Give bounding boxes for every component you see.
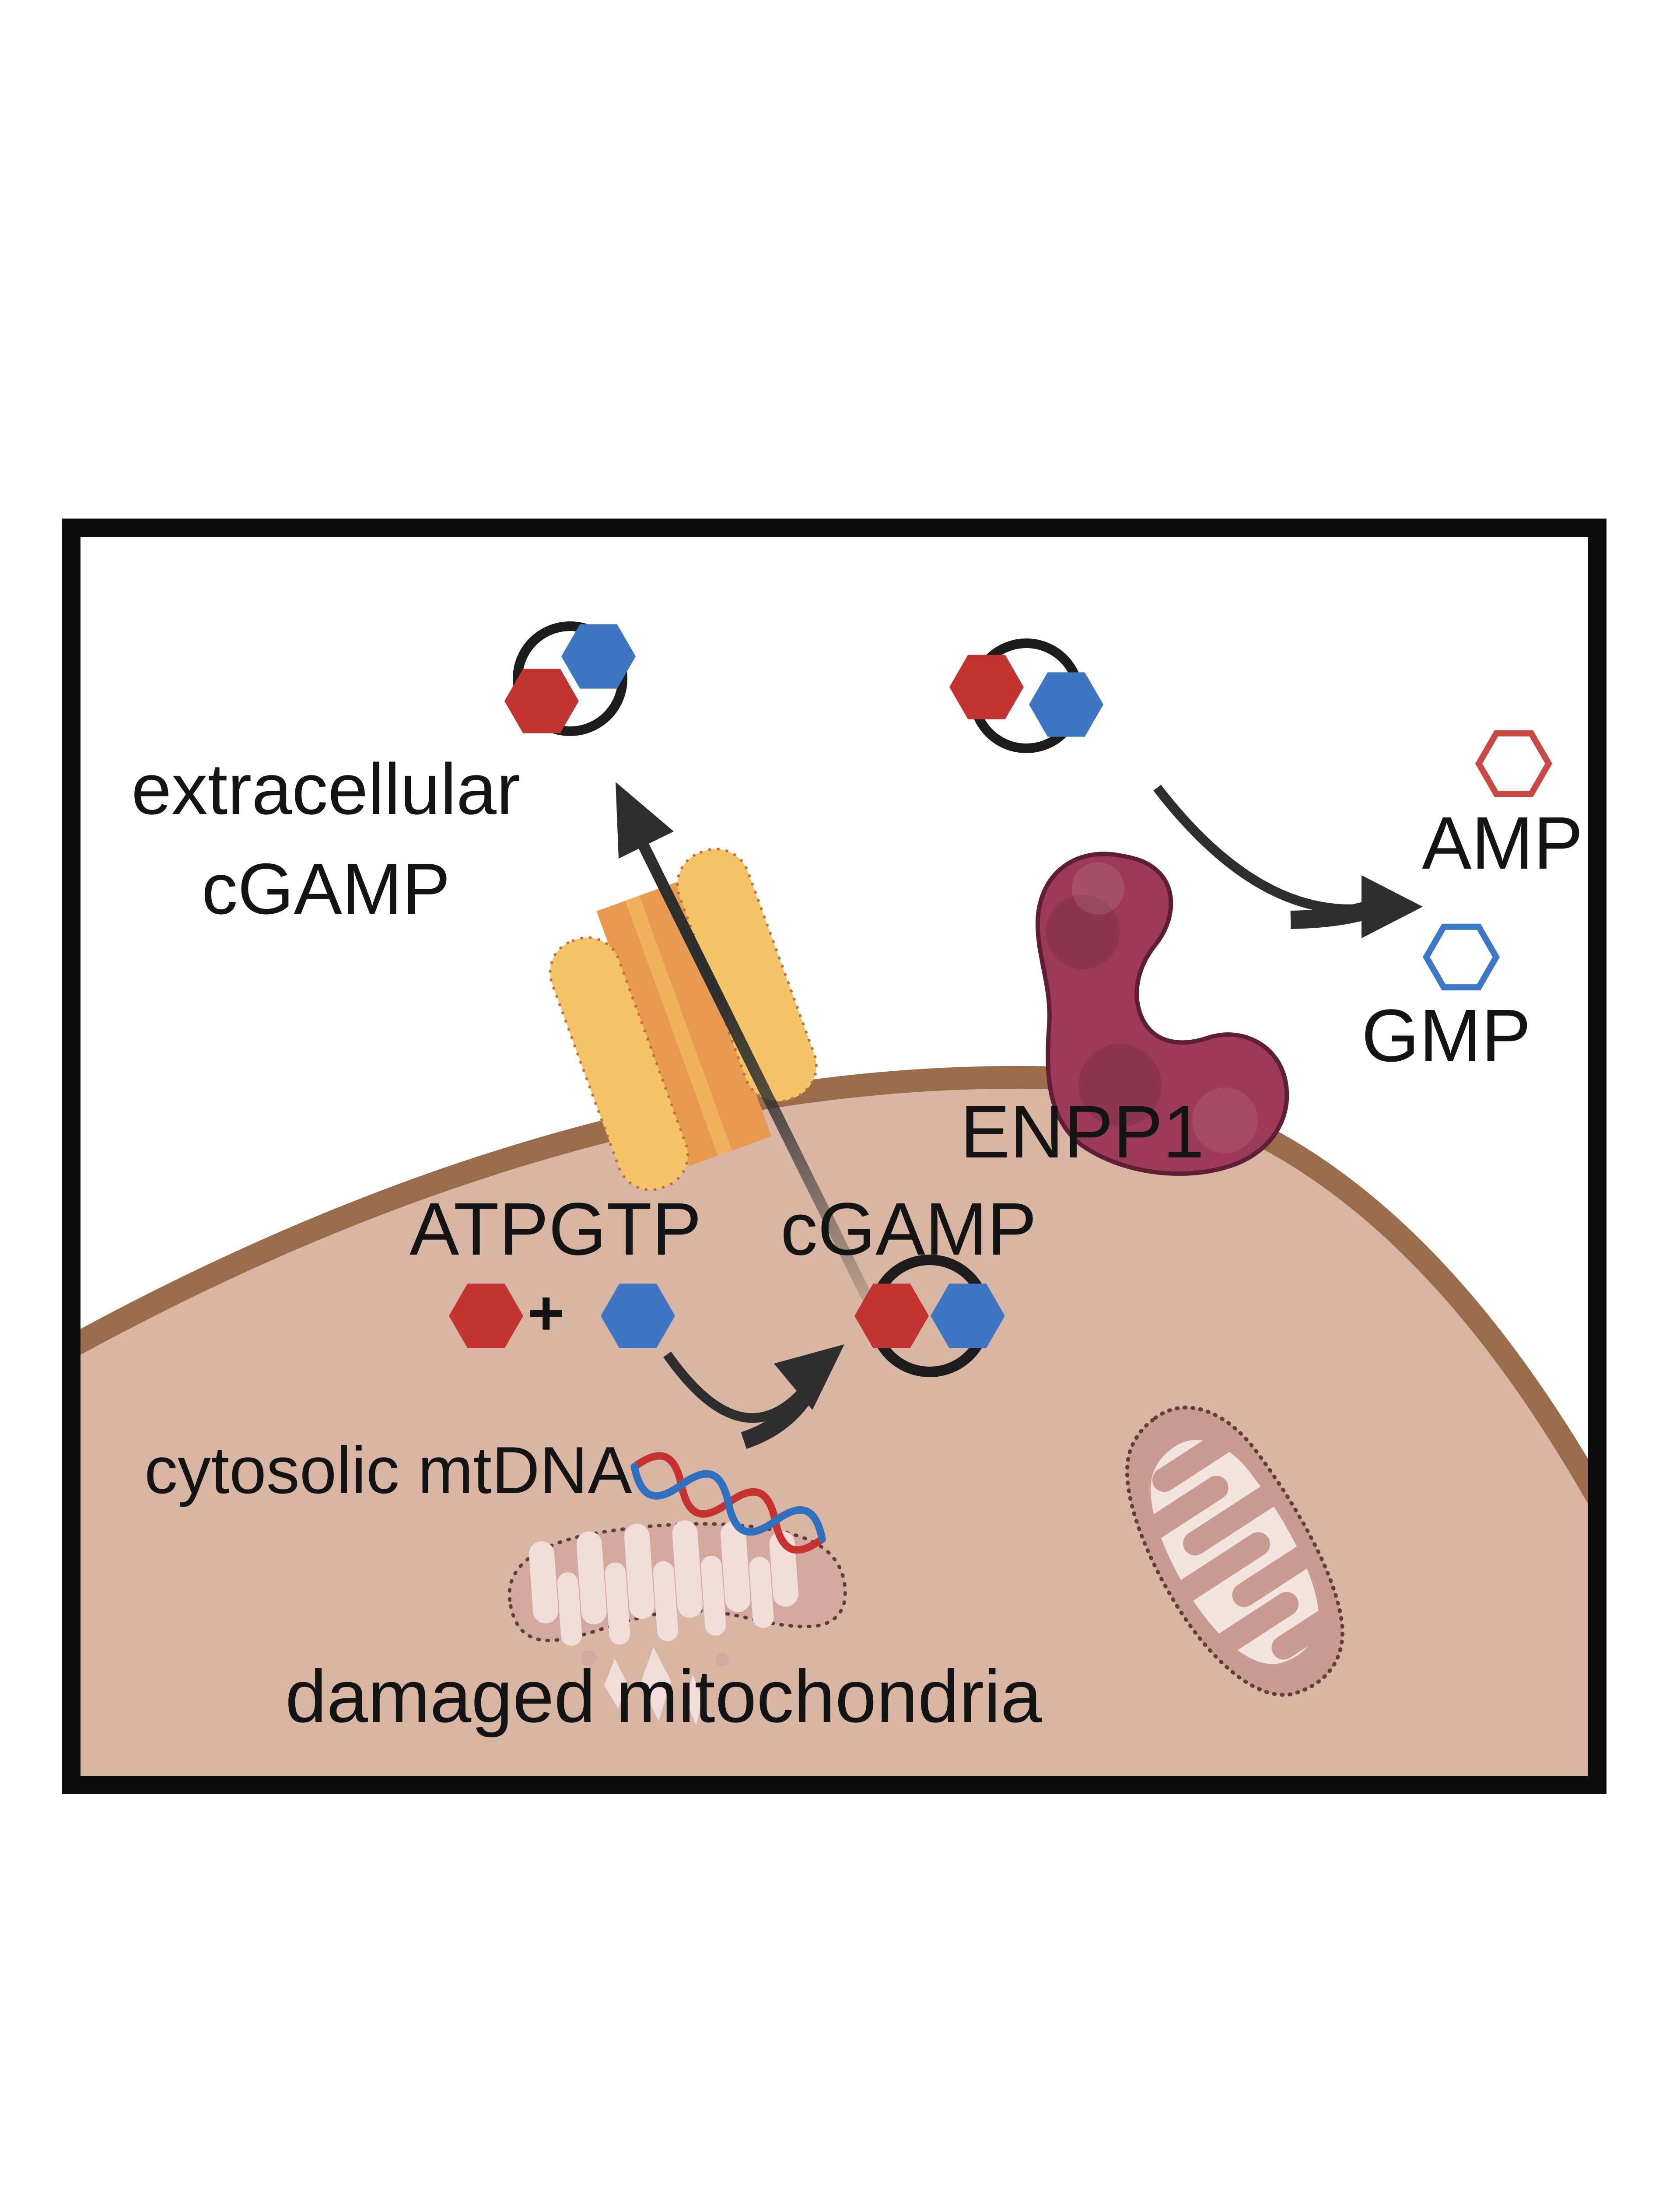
cytosolic-mtdna-label: cytosolic mtDNA [144, 1433, 632, 1508]
mtdna-helix-icon [630, 1452, 826, 1554]
healthy-mitochondrion-icon [1085, 1381, 1381, 1724]
cgamp-molecule-extracellular-icon [504, 621, 636, 736]
degradation-arrow [1153, 785, 1423, 938]
cgamp-molecule-cytosolic-icon [854, 1255, 1005, 1377]
cell-membrane [80, 1066, 1588, 1504]
atp-hexagon-icon [949, 655, 1024, 719]
gtp-hexagon-icon [1029, 672, 1103, 737]
damaged-mitochondrion-icon [505, 1513, 854, 1725]
cgamp-cytosolic-label: cGAMP [780, 1188, 1037, 1271]
extracellular-cgamp-line1: extracellular [131, 749, 521, 829]
mitochondria-leak-fragments [580, 1647, 729, 1725]
extracellular-cgamp-label: extracellular cGAMP [109, 740, 542, 939]
atp-label: ATP [410, 1188, 549, 1271]
gmp-label: GMP [1362, 994, 1531, 1077]
atp-gtp-label: ATPGTP [410, 1192, 701, 1266]
enpp1-label: ENPP1 [960, 1090, 1204, 1174]
enpp1-enzyme-icon [1035, 852, 1289, 1176]
gtp-label: GTP [549, 1188, 702, 1271]
synthesis-arrow [663, 1344, 844, 1449]
amp-hexagon-icon [1479, 733, 1549, 794]
extracellular-cgamp-line2: cGAMP [201, 848, 451, 929]
transporter-channel-icon [549, 848, 818, 1191]
gmp-hexagon-icon [1426, 927, 1496, 987]
cgamp-molecule-substrate-icon [949, 638, 1103, 753]
plus-sign: + [528, 1277, 565, 1348]
damaged-mitochondria-label: damaged mitochondria [285, 1655, 1042, 1738]
amp-label: AMP [1422, 802, 1583, 885]
export-arrow [616, 782, 877, 1309]
